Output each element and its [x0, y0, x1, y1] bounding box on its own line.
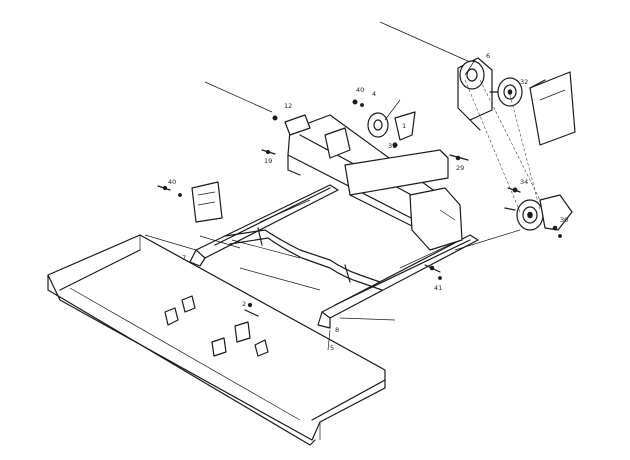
hardware: [157, 99, 562, 357]
drive-belt: [464, 79, 541, 213]
leader-lines: [144, 21, 521, 351]
callout-12: 12: [284, 102, 292, 110]
callout-40b: 40: [168, 178, 176, 186]
right-beam: [344, 149, 463, 251]
callout-labels: 40 4 1 31 12 6 32 19 29 34 30 41 2 7 40 …: [168, 52, 568, 352]
deck-plate: [47, 234, 386, 446]
callout-29: 29: [456, 164, 464, 172]
callout-34: 34: [520, 178, 528, 186]
lower-pulley: [504, 194, 573, 231]
callout-31: 31: [388, 142, 396, 150]
callout-19: 19: [264, 157, 272, 165]
cross-member: [224, 227, 383, 291]
belt-guard: [529, 71, 576, 146]
callout-32: 32: [520, 78, 528, 86]
idler-pulley: [367, 111, 416, 141]
callout-1: 1: [402, 122, 406, 130]
callout-7: 7: [182, 254, 186, 262]
upper-pulley-wheel: [489, 77, 523, 107]
callout-40a: 40: [356, 86, 364, 94]
callout-4: 4: [372, 90, 376, 98]
callout-2: 2: [242, 300, 246, 308]
callout-5: 5: [330, 344, 334, 352]
callout-8: 8: [335, 326, 339, 334]
callout-41: 41: [434, 284, 442, 292]
callout-6: 6: [486, 52, 490, 60]
frame-rails: [189, 184, 479, 329]
left-bracket: [191, 181, 223, 223]
callout-30: 30: [560, 216, 568, 224]
